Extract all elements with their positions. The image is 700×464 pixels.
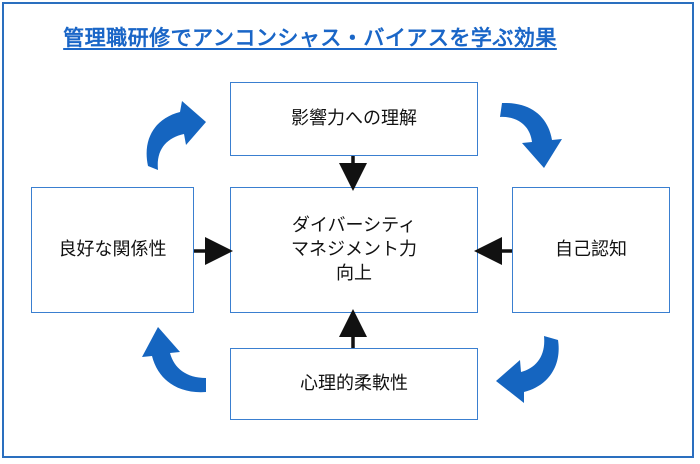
cycle-arrow-top-right xyxy=(500,102,562,168)
cycle-arrow-bottom-right xyxy=(496,336,559,403)
box-good-relationships: 良好な関係性 xyxy=(31,187,194,313)
box-influence-understanding: 影響力への理解 xyxy=(230,82,478,156)
box-psychological-flexibility: 心理的柔軟性 xyxy=(230,348,478,420)
box-good-relationships-label: 良好な関係性 xyxy=(58,238,167,260)
box-self-awareness: 自己認知 xyxy=(512,187,670,313)
center-label-line3: 向上 xyxy=(336,263,372,285)
center-label-line1: ダイバーシティ xyxy=(291,214,417,236)
center-label-line2: マネジメント力 xyxy=(291,238,417,260)
cycle-arrow-top-left xyxy=(146,101,206,170)
box-psychological-flexibility-label: 心理的柔軟性 xyxy=(300,372,408,394)
box-influence-understanding-label: 影響力への理解 xyxy=(291,107,417,129)
box-diversity-management: ダイバーシティ マネジメント力 向上 xyxy=(230,187,478,313)
diagram-title: 管理職研修でアンコンシャス・バイアスを学ぶ効果 xyxy=(63,26,557,50)
box-self-awareness-label: 自己認知 xyxy=(555,238,627,260)
cycle-arrow-bottom-left xyxy=(142,327,206,393)
